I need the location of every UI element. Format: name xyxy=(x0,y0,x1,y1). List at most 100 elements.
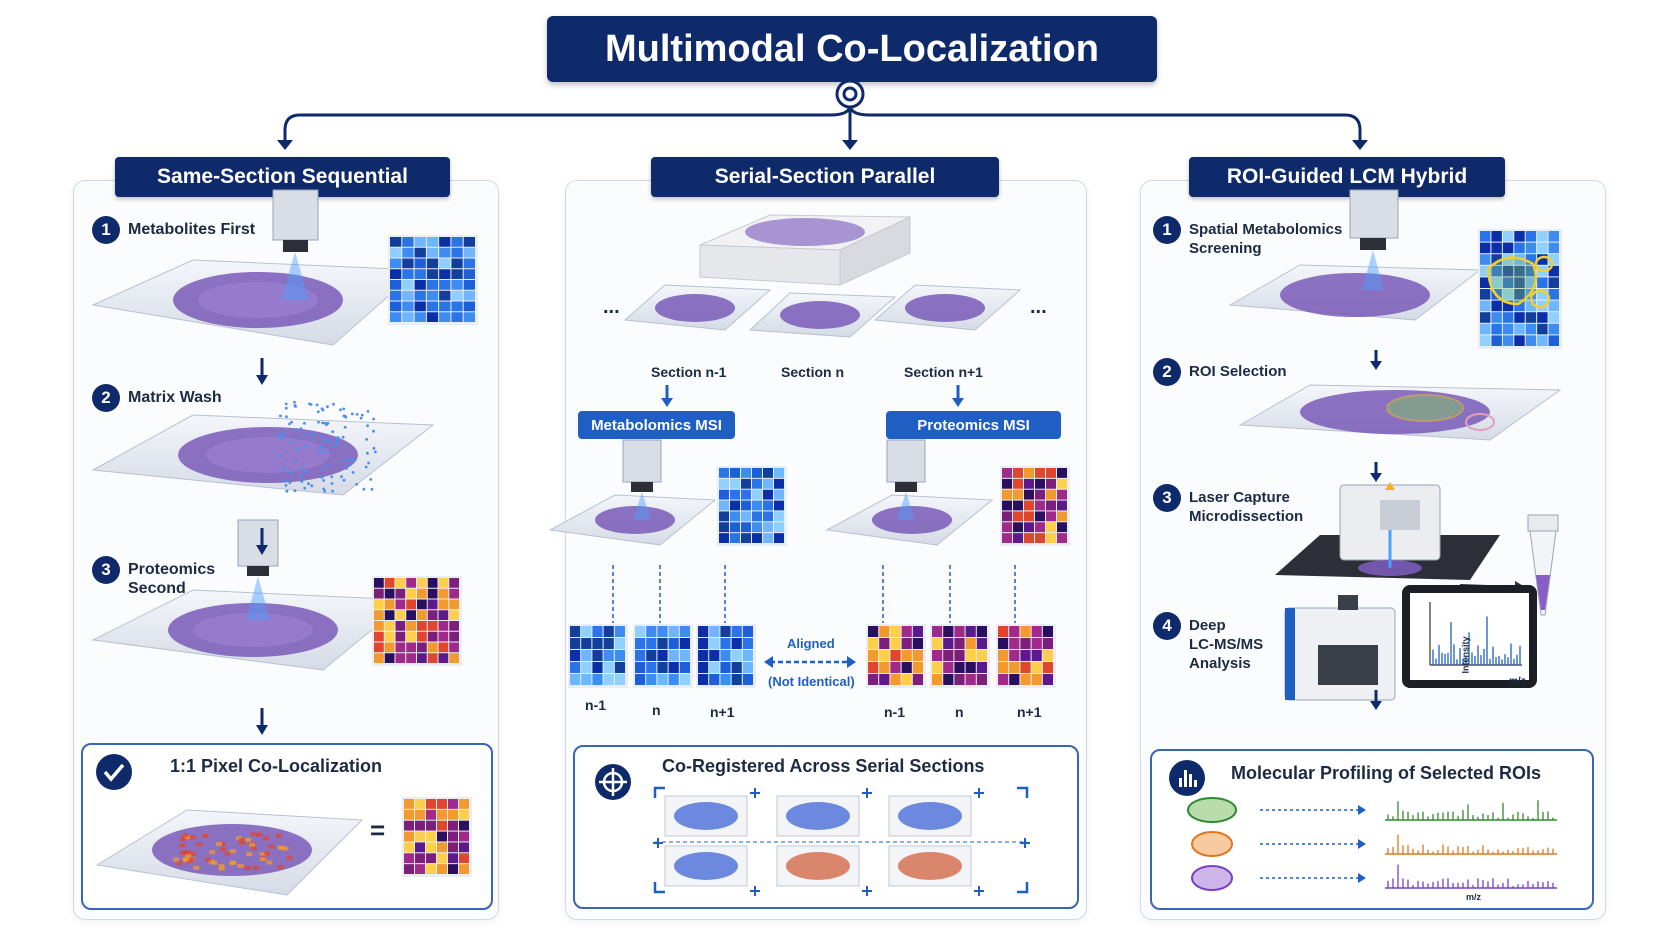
heatmap-cell xyxy=(449,653,459,663)
spray-dot xyxy=(279,454,283,458)
heatmap-cell xyxy=(427,653,438,663)
overlay-pixel xyxy=(252,866,259,871)
heatmap-cell xyxy=(976,650,987,661)
registration-corner xyxy=(653,786,665,798)
spray-dot xyxy=(326,440,330,444)
spray-dot xyxy=(290,420,293,424)
heatmap-cell xyxy=(427,631,438,642)
spray-dot xyxy=(320,407,324,411)
heatmap-cell xyxy=(720,662,731,673)
heatmap-cell xyxy=(657,674,668,685)
heatmap-cell xyxy=(1514,289,1525,300)
heatmap-cell xyxy=(1548,335,1559,346)
connector-node-icon xyxy=(835,79,865,109)
heatmap-cell xyxy=(374,610,384,620)
overlay-pixel xyxy=(186,859,193,864)
heatmap-cell xyxy=(448,853,458,864)
spray-dot xyxy=(332,444,336,448)
heatmap-cell xyxy=(1502,335,1514,346)
heatmap-cell xyxy=(1491,265,1502,277)
heatmap-cell xyxy=(698,626,709,637)
heatmap-cell xyxy=(1035,500,1045,511)
heatmap-cell xyxy=(1046,500,1056,511)
heatmap-cell xyxy=(384,631,395,642)
heatmap-cell xyxy=(635,626,646,637)
heatmap-cell xyxy=(439,280,451,290)
heatmap-cell xyxy=(1525,231,1537,242)
heatmap-cell xyxy=(406,610,416,620)
heatmap-cell xyxy=(943,674,954,685)
heatmap-cell xyxy=(901,662,912,673)
heatmap-cell xyxy=(448,864,458,874)
overlay-pixel xyxy=(211,860,218,865)
heatmap-cell xyxy=(395,621,406,631)
heatmap-cell xyxy=(890,626,901,637)
heatmap-cell xyxy=(415,842,425,853)
spray-dot xyxy=(281,437,285,441)
heatmap-cell xyxy=(1002,522,1012,533)
heatmap-cell xyxy=(646,674,657,685)
heatmap-cell xyxy=(879,626,890,637)
heatmap-cell xyxy=(374,599,384,610)
spray-dot xyxy=(329,438,333,442)
heatmap-cell xyxy=(463,247,475,258)
heatmap-cell xyxy=(657,662,668,673)
heatmap-cell xyxy=(374,642,384,653)
metabolomics-msi-label: Metabolomics MSI xyxy=(578,411,735,439)
heatmap-cell xyxy=(901,650,912,661)
heatmap-cell xyxy=(451,247,463,258)
spray-dot xyxy=(325,423,328,426)
spray-dot xyxy=(285,489,289,493)
heatmap-cell xyxy=(1491,323,1502,335)
heatmap-cell xyxy=(1514,231,1525,242)
heatmap-cell xyxy=(763,489,773,500)
heatmap-cell xyxy=(890,674,901,685)
section-label: Section n xyxy=(781,364,845,380)
step-number: 2 xyxy=(1153,358,1181,386)
heatmap-cell xyxy=(1502,300,1514,312)
step-number: 4 xyxy=(1153,612,1181,640)
heatmap-cell xyxy=(417,599,427,610)
heatmap-cell xyxy=(459,799,469,809)
heatmap-cell xyxy=(719,533,729,543)
coreg-tissue xyxy=(674,802,738,830)
heatmap-cell xyxy=(1020,626,1031,637)
heatmap-cell xyxy=(415,809,425,820)
heatmap-cell xyxy=(439,269,451,279)
heatmap-cell xyxy=(912,674,923,685)
heatmap-cell xyxy=(390,247,402,258)
heatmap-cell xyxy=(720,650,731,661)
heatmap-cell xyxy=(581,626,592,637)
heatmap-cell xyxy=(752,478,762,489)
spray-dot xyxy=(277,433,281,436)
spray-dot xyxy=(342,478,346,482)
heatmap-proteomics-mid xyxy=(1000,466,1070,546)
heatmap-cell xyxy=(709,650,720,661)
spray-dot xyxy=(335,440,338,444)
overlay-pixel xyxy=(259,852,266,857)
heatmap-cell xyxy=(965,662,976,673)
spray-dot xyxy=(295,428,298,431)
spray-dot xyxy=(331,489,334,493)
heatmap-cell xyxy=(1491,335,1502,346)
heatmap-cell xyxy=(1525,323,1537,335)
heatmap-cell xyxy=(417,588,427,599)
heatmap-cell xyxy=(730,511,740,522)
heatmap-cell xyxy=(868,650,879,661)
heatmap-cell xyxy=(426,799,436,809)
heatmap-cell xyxy=(1502,254,1514,265)
heatmap-cell xyxy=(439,258,451,269)
heatmap-cell xyxy=(415,799,425,809)
heatmap-cell xyxy=(709,674,720,685)
heatmap-cell xyxy=(1537,323,1548,335)
spray-dot xyxy=(323,489,327,493)
heatmap-cell xyxy=(437,842,447,853)
heatmap-cell xyxy=(1525,335,1537,346)
spray-dot xyxy=(285,415,288,419)
heatmap-cell xyxy=(741,478,751,489)
heatmap-cell xyxy=(406,578,416,588)
heatmap-cell xyxy=(570,626,581,637)
overlay-pixel xyxy=(202,833,209,838)
heatmap-cell xyxy=(1035,489,1045,500)
heatmap-cell xyxy=(698,674,709,685)
